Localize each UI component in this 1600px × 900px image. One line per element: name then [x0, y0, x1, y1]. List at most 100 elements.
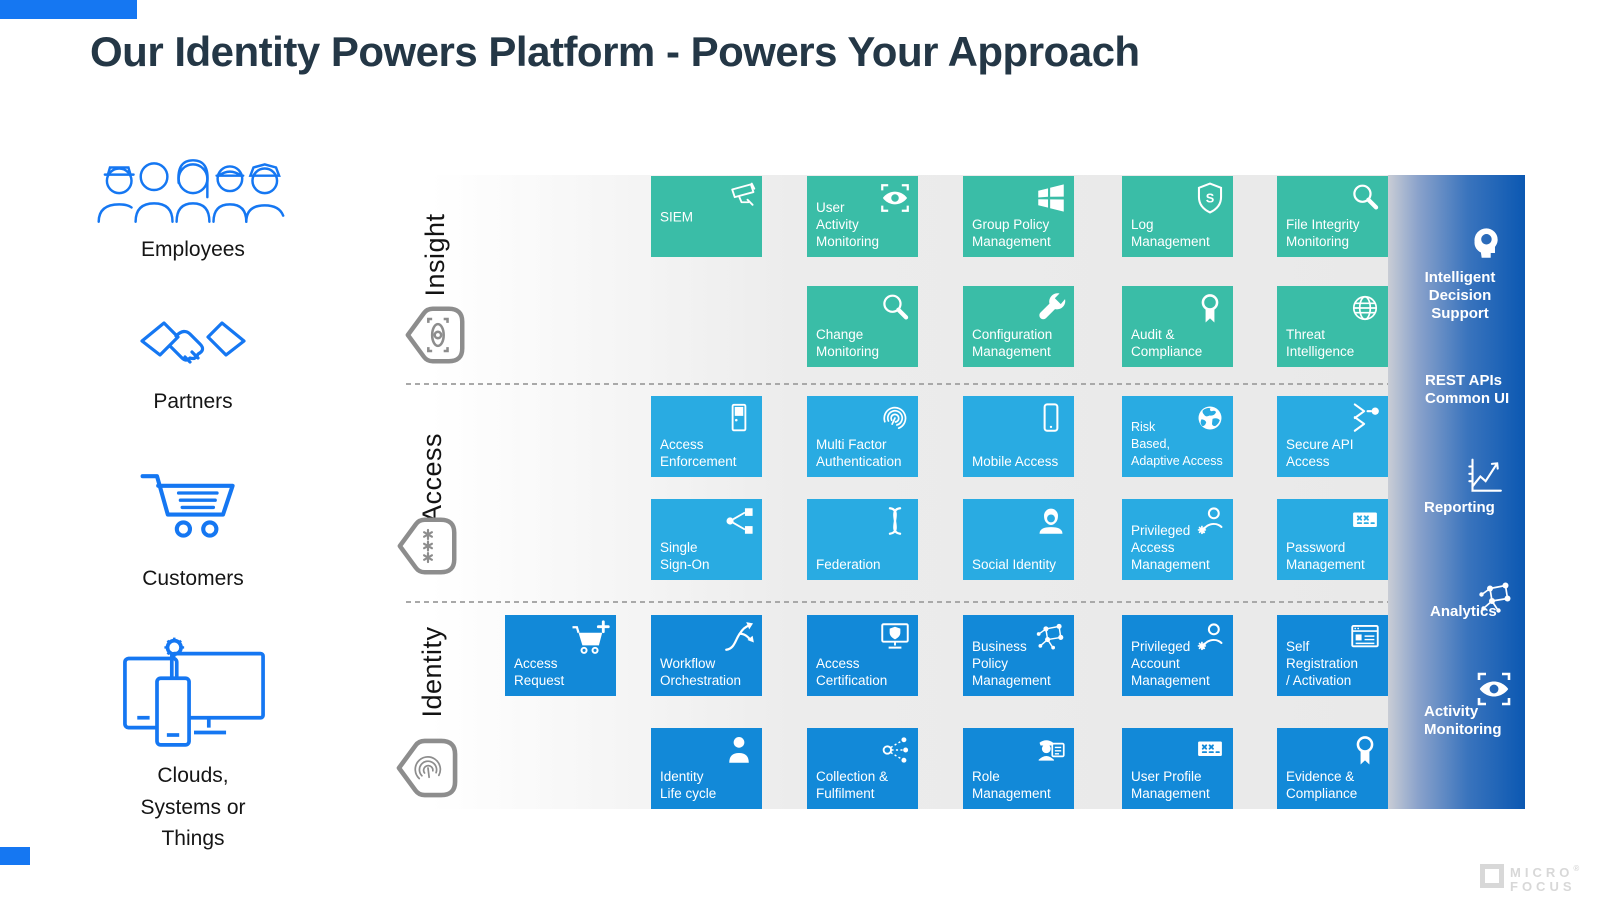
tile-access-enforcement: Access Enforcement	[651, 396, 762, 477]
tile-change-monitoring: Change Monitoring	[807, 286, 918, 367]
smartphone-icon	[1034, 401, 1068, 435]
tile-label: Audit & Compliance	[1131, 327, 1203, 359]
tile-role-management: Role Management	[963, 728, 1074, 809]
password-shield-badge-icon	[396, 514, 460, 583]
tile-label: Privileged Account Management	[1131, 639, 1210, 688]
collection-dots-icon	[878, 733, 912, 767]
audience-label-employees: Employees	[141, 238, 245, 261]
award-ribbon-icon	[1348, 733, 1382, 767]
tile-group-policy-management: Group Policy Management	[963, 176, 1074, 257]
people-group-icon	[88, 148, 298, 235]
tile-secure-api-access: Secure API Access	[1277, 396, 1388, 477]
tile-file-integrity-monitoring: File Integrity Monitoring	[1277, 176, 1388, 257]
row-separator-insight-access	[406, 383, 1388, 385]
tile-label: Access Enforcement	[660, 437, 737, 469]
tile-label: Risk Based, Adaptive Access	[1131, 420, 1223, 468]
tile-label: Access Certification	[816, 656, 888, 688]
audience-label-partners: Partners	[153, 390, 233, 413]
tile-mobile-access: Mobile Access	[963, 396, 1074, 477]
sidebar-label-activity-monitoring: Activity Monitoring	[1424, 703, 1502, 738]
audience-label-clouds-systems-things: Clouds, Systems or Things	[140, 764, 246, 850]
tile-label: Single Sign-On	[660, 540, 710, 572]
tile-collection-fulfilment: Collection & Fulfilment	[807, 728, 918, 809]
bottom-accent-bar	[0, 847, 30, 865]
workflow-branch-icon	[722, 620, 756, 654]
monitor-shield-icon	[878, 620, 912, 654]
tile-password-management: Password Management	[1277, 499, 1388, 580]
magnifier-icon	[878, 291, 912, 325]
capability-grid-background	[430, 175, 1388, 809]
sidebar-label-analytics: Analytics	[1430, 603, 1497, 620]
tile-label: Workflow Orchestration	[660, 656, 742, 688]
tile-label: Configuration Management	[972, 327, 1053, 359]
devices-gear-icon	[120, 636, 268, 765]
tile-label: Mobile Access	[972, 454, 1059, 469]
tile-label: User Activity Monitoring	[816, 200, 880, 249]
head-profile-icon	[1466, 223, 1504, 265]
tile-privileged-account-management: Privileged Account Management	[1122, 615, 1233, 696]
sidebar-label-rest-apis-common-ui: REST APIs Common UI	[1425, 372, 1510, 407]
tile-evidence-compliance: Evidence & Compliance	[1277, 728, 1388, 809]
tile-label: Social Identity	[972, 557, 1057, 572]
tile-multi-factor-authentication: Multi Factor Authentication	[807, 396, 918, 477]
tile-social-identity: Social Identity	[963, 499, 1074, 580]
tile-user-profile-management: User Profile Management	[1122, 728, 1233, 809]
cart-plus-icon	[567, 619, 611, 663]
logo-brand-bottom: FOCUS	[1510, 879, 1576, 894]
person-silhouette-icon	[722, 733, 756, 767]
share-nodes-icon	[722, 504, 756, 538]
tile-label: Password Management	[1286, 540, 1365, 572]
wrench-icon	[1034, 291, 1068, 325]
tile-identity-life-cycle: Identity Life cycle	[651, 728, 762, 809]
logo-brand-top: MICRO	[1510, 865, 1574, 880]
tile-audit-compliance: Audit & Compliance	[1122, 286, 1233, 367]
tile-label: Access Request	[514, 656, 565, 688]
eye-shield-badge-icon	[404, 303, 468, 372]
tile-label: Multi Factor Authentication	[816, 437, 902, 469]
password-card-icon	[1193, 733, 1227, 767]
top-accent-bar	[0, 0, 137, 19]
eye-brackets-icon	[878, 181, 912, 215]
tile-user-activity-monitoring: User Activity Monitoring	[807, 176, 918, 257]
micro-focus-logo: MICRO® FOCUS	[1510, 862, 1579, 894]
api-arrows-icon	[1348, 401, 1382, 435]
windows-logo-icon	[1034, 181, 1068, 215]
tile-label: Threat Intelligence	[1286, 327, 1355, 359]
tile-threat-intelligence: Threat Intelligence	[1277, 286, 1388, 367]
tile-federation: Federation	[807, 499, 918, 580]
tile-label: Change Monitoring	[816, 327, 880, 359]
audience-label-customers: Customers	[142, 567, 244, 590]
tile-business-policy-management: Business Policy Management	[963, 615, 1074, 696]
tile-self-registration-activation: Self Registration / Activation	[1277, 615, 1388, 696]
registered-trademark: ®	[1573, 864, 1580, 873]
person-bust-icon	[1034, 504, 1068, 538]
globe-grid-icon	[1348, 291, 1382, 325]
tile-label: Collection & Fulfilment	[816, 769, 889, 801]
tile-privileged-access-management: Privileged Access Management	[1122, 499, 1233, 580]
tile-access-request: Access Request	[505, 615, 616, 696]
tile-label: Self Registration / Activation	[1286, 639, 1359, 688]
award-ribbon-icon	[1193, 291, 1227, 325]
handshake-icon	[138, 310, 248, 387]
shopping-cart-icon	[133, 460, 253, 555]
door-icon	[722, 401, 756, 435]
tile-label: Privileged Access Management	[1131, 523, 1210, 572]
row-label-identity: Identity	[417, 626, 447, 718]
tile-label: Secure API Access	[1286, 437, 1354, 469]
cctv-camera-icon	[722, 181, 756, 215]
tile-label: File Integrity Monitoring	[1286, 217, 1360, 249]
tile-log-management: Log Management	[1122, 176, 1233, 257]
magnifier-icon	[1348, 181, 1382, 215]
tile-label: Identity Life cycle	[660, 769, 717, 801]
tile-label: SIEM	[660, 209, 694, 224]
tile-label: Log Management	[1131, 217, 1210, 249]
page-title: Our Identity Powers Platform - Powers Yo…	[90, 28, 1140, 75]
tile-access-certification: Access Certification	[807, 615, 918, 696]
tile-workflow-orchestration: Workflow Orchestration	[651, 615, 762, 696]
federation-knot-icon	[878, 504, 912, 538]
tile-label: Role Management	[972, 769, 1051, 801]
line-chart-icon	[1462, 456, 1504, 498]
tile-label: User Profile Management	[1131, 769, 1210, 801]
tile-risk-based-adaptive-access: Risk Based, Adaptive Access	[1122, 396, 1233, 477]
password-card-icon	[1348, 504, 1382, 538]
